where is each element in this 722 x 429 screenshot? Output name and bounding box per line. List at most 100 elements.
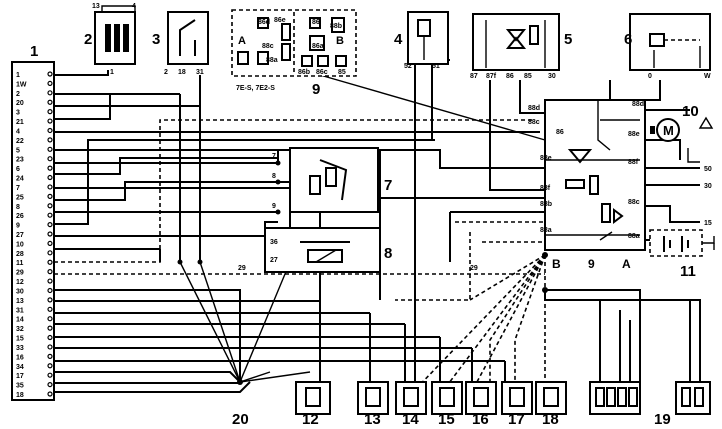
- connector-1-terminal: [47, 71, 53, 77]
- svg-text:85: 85: [524, 73, 532, 80]
- connector-1-pin-label: 25: [16, 194, 24, 201]
- svg-text:M: M: [663, 123, 674, 138]
- connector-1-pin-label: 13: [16, 298, 24, 305]
- svg-text:W: W: [704, 73, 711, 80]
- connector-1-terminal: [47, 80, 53, 87]
- connector-1-pin-label: 2: [16, 91, 20, 98]
- label-6: 6: [624, 31, 632, 48]
- pin-labels: 13 4 1 2 18 31 52 51 87 87f 86 85 30 0 W…: [92, 3, 711, 272]
- component-labels: 1 2 3 4 5 6 7 8 9 10 11 12 13 14 15 16 1…: [30, 31, 712, 428]
- svg-text:88c: 88c: [628, 199, 640, 206]
- connector-1-pin-label: 17: [16, 373, 24, 380]
- connector-1-terminal: [47, 174, 53, 181]
- svg-text:86a: 86a: [312, 43, 324, 50]
- component-3-body: [167, 11, 209, 65]
- connector-1-terminal: [47, 334, 53, 341]
- connector-1-terminal: [47, 99, 53, 105]
- svg-text:87: 87: [470, 73, 478, 80]
- connector-1-terminal: [47, 240, 53, 247]
- connector-1-pin-label: 22: [16, 138, 24, 145]
- label-9-inset: 9: [312, 81, 320, 98]
- connector-1-terminal: [47, 165, 53, 171]
- svg-text:30: 30: [548, 73, 556, 80]
- connector-1-terminal: [47, 221, 53, 228]
- svg-text:86: 86: [312, 19, 320, 26]
- connector-1-terminal: [47, 127, 53, 134]
- connector-1-pin-label: 7: [16, 185, 20, 192]
- connector-1-terminal: [47, 203, 53, 209]
- svg-text:88a: 88a: [266, 57, 278, 64]
- connector-1-pin-label: 35: [16, 383, 24, 390]
- connector-1-pin-label: 18: [16, 392, 24, 399]
- bottom-connectors: [295, 381, 711, 415]
- connector-1-pins: 11W2203214225236247258269271028112912301…: [16, 71, 53, 399]
- svg-text:86b: 86b: [298, 69, 310, 76]
- connector-1-pin-label: 31: [16, 307, 24, 314]
- connector-1-terminal: [47, 146, 53, 152]
- connector-1-terminal: [47, 269, 53, 275]
- connector-1-terminal: [47, 344, 53, 350]
- connector-1-terminal: [47, 316, 53, 322]
- connector-1-terminal: [47, 287, 53, 294]
- connector-1-pin-label: 9: [16, 223, 20, 230]
- connector-1-terminal: [47, 363, 53, 369]
- connector-1-terminal: [47, 156, 53, 162]
- svg-text:27: 27: [270, 257, 278, 264]
- label-10: 10: [682, 103, 699, 120]
- connector-1-pin-label: 29: [16, 270, 24, 277]
- svg-text:88b: 88b: [330, 23, 342, 30]
- label-3: 3: [152, 31, 160, 48]
- label-2: 2: [84, 31, 92, 48]
- battery-11: [649, 229, 703, 257]
- inset-label-a: A: [238, 35, 246, 47]
- connector-1-terminal: [47, 90, 53, 96]
- connector-1-terminal: [47, 372, 53, 378]
- label-13: 13: [364, 411, 381, 428]
- label-16: 16: [472, 411, 489, 428]
- label-5: 5: [564, 31, 572, 48]
- svg-text:9: 9: [272, 203, 276, 210]
- connector-1-pin-label: 16: [16, 354, 24, 361]
- connector-1-terminal: [47, 231, 53, 237]
- terminal-15: 15: [704, 220, 712, 227]
- connector-1-pin-label: 1W: [16, 81, 27, 88]
- module-9-label-a: A: [622, 257, 631, 271]
- junction-dots: [177, 160, 548, 385]
- svg-text:0: 0: [648, 73, 652, 80]
- svg-text:86e: 86e: [274, 17, 286, 24]
- label-8: 8: [384, 245, 392, 262]
- svg-text:86: 86: [556, 129, 564, 136]
- svg-text:88b: 88b: [540, 201, 552, 208]
- svg-text:86c: 86c: [316, 69, 328, 76]
- motor-10: [656, 118, 680, 142]
- component-6-body: [629, 13, 711, 71]
- connector-1-terminal: [47, 193, 53, 199]
- svg-text:88d: 88d: [528, 105, 540, 112]
- connector-1-pin-label: 4: [16, 128, 20, 135]
- label-14: 14: [402, 411, 419, 428]
- connector-1-terminal: [47, 278, 53, 284]
- connector-1-pin-label: 30: [16, 288, 24, 295]
- connector-1-pin-label: 20: [16, 100, 24, 107]
- svg-text:88c: 88c: [528, 119, 540, 126]
- connector-1-terminal: [47, 391, 53, 397]
- label-7: 7: [384, 177, 392, 194]
- connector-1-terminal: [47, 212, 53, 218]
- connector-1-terminal: [47, 109, 53, 115]
- svg-text:2: 2: [164, 69, 168, 76]
- label-1: 1: [30, 43, 38, 60]
- connector-1-pin-label: 32: [16, 326, 24, 333]
- connector-1-terminal: [47, 306, 53, 312]
- module-9-label-b: B: [552, 257, 561, 271]
- connector-1-terminal: [47, 353, 53, 359]
- svg-text:88c: 88c: [262, 43, 274, 50]
- connector-1-terminal: [47, 297, 53, 303]
- connector-1-terminal: [47, 381, 53, 388]
- label-11: 11: [680, 263, 696, 280]
- svg-text:31: 31: [196, 69, 204, 76]
- label-15: 15: [438, 411, 455, 428]
- connector-1-terminal: [47, 184, 53, 190]
- connector-1-pin-label: 26: [16, 213, 24, 220]
- inset-label-b: B: [336, 35, 344, 47]
